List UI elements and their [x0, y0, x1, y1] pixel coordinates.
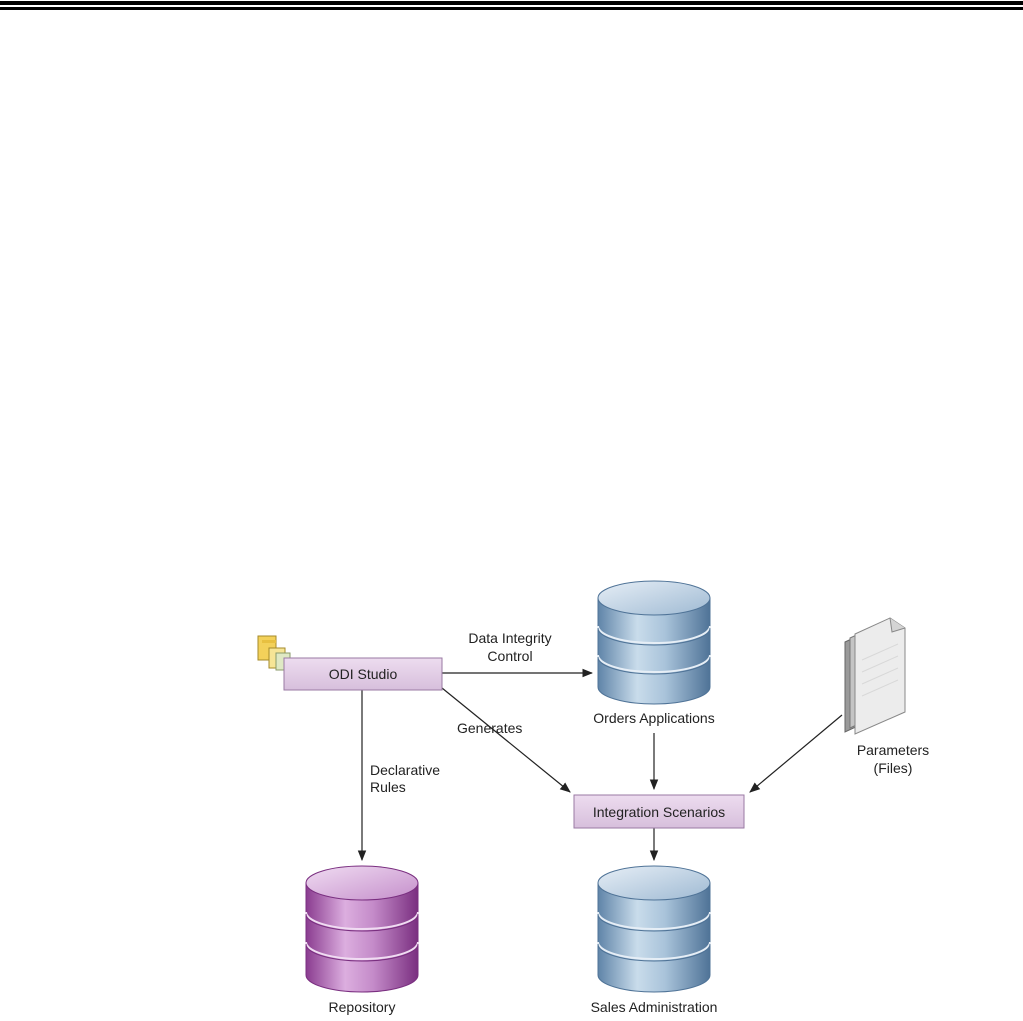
- sales-administration-label: Sales Administration: [590, 999, 718, 1015]
- declarative-rules-sublabel: Rules: [370, 779, 406, 795]
- orders-applications-label: Orders Applications: [593, 710, 715, 726]
- parameters-label: Parameters: [856, 742, 930, 758]
- repository-db-icon: [305, 865, 419, 993]
- odi-studio-label: ODI Studio: [328, 666, 398, 682]
- integration-scenarios-label: Integration Scenarios: [592, 803, 726, 820]
- declarative-rules-label: Declarative: [370, 762, 441, 778]
- generates-label: Generates: [457, 720, 523, 736]
- edge-parameters-to-scenarios: [749, 714, 843, 793]
- header-rule-thin: [0, 7, 1023, 10]
- sales-administration-db-icon: [597, 865, 711, 993]
- data-integrity-sublabel: Control: [487, 648, 533, 664]
- header-rule-thick: [0, 1, 1023, 5]
- parameters-files-icon: [844, 617, 906, 735]
- odi-studio-box: [283, 657, 443, 691]
- data-integrity-label: Data Integrity: [468, 630, 552, 646]
- repository-label: Repository: [328, 999, 396, 1015]
- edge-studio-to-scenarios: [441, 687, 571, 793]
- integration-scenarios-box: [573, 794, 745, 829]
- orders-applications-db-icon: [597, 580, 711, 705]
- parameters-sublabel: (Files): [873, 760, 913, 776]
